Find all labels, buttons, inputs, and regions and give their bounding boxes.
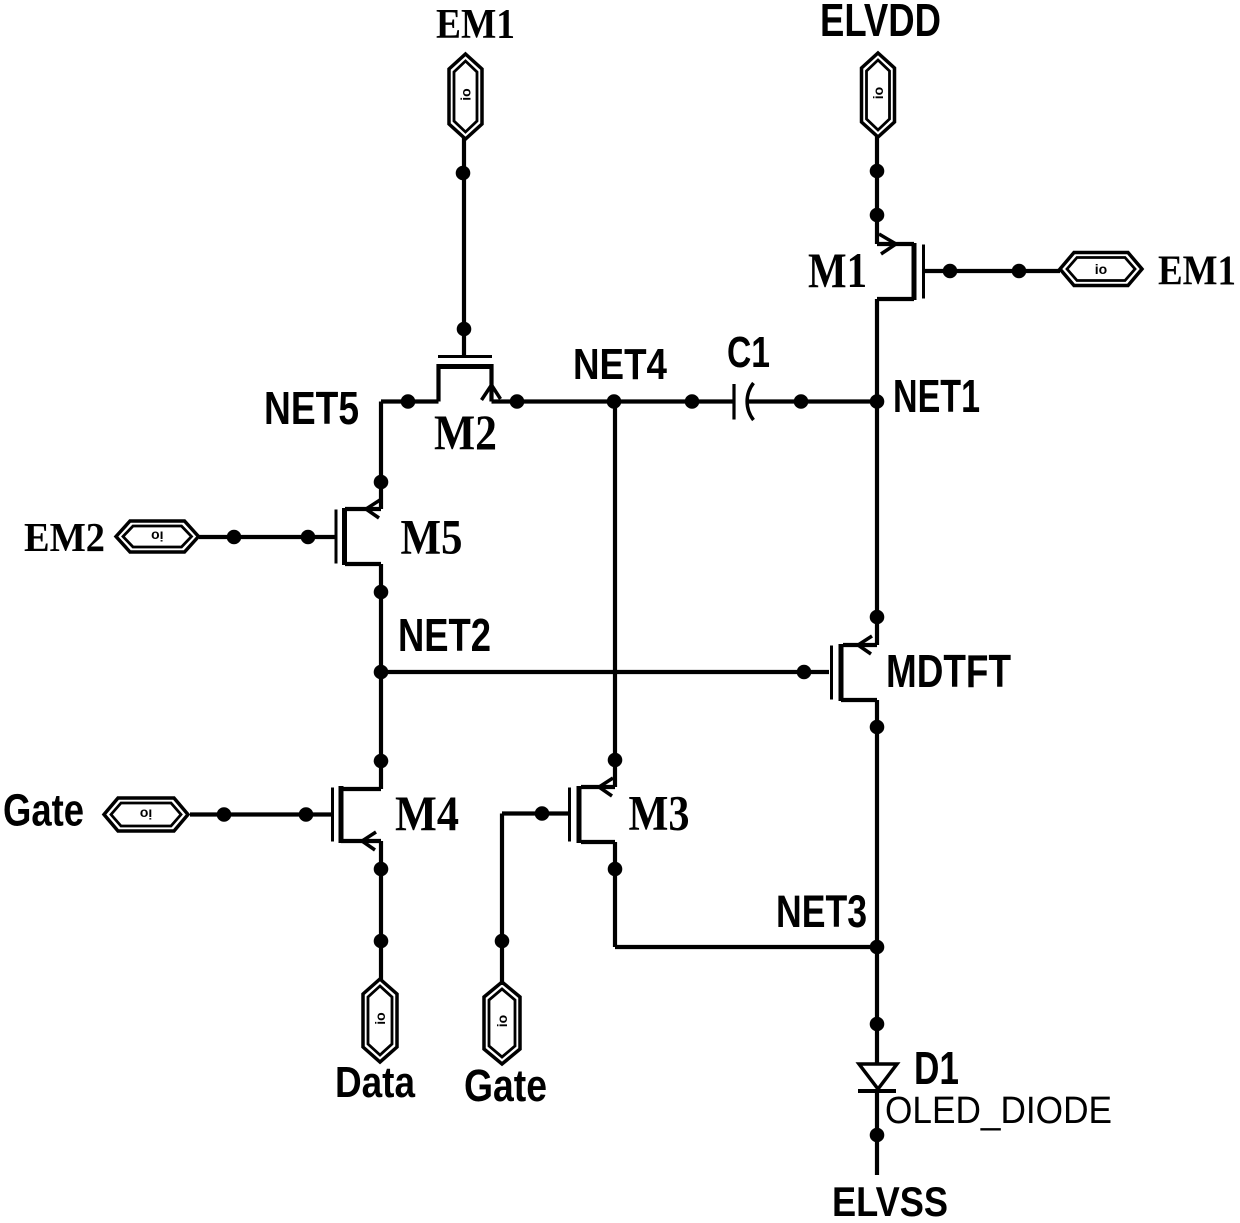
svg-text:NET3: NET3 (776, 886, 867, 937)
svg-text:io: io (1095, 261, 1107, 277)
svg-text:NET1: NET1 (893, 370, 980, 422)
svg-text:io: io (494, 1015, 510, 1027)
svg-text:EM1: EM1 (1158, 249, 1236, 295)
svg-text:io: io (151, 529, 163, 545)
svg-text:Gate: Gate (3, 785, 84, 836)
svg-text:NET5: NET5 (264, 382, 359, 434)
svg-text:NET4: NET4 (573, 340, 667, 389)
svg-text:ELVDD: ELVDD (820, 0, 941, 46)
svg-text:io: io (458, 88, 474, 100)
svg-text:EM2: EM2 (24, 514, 105, 560)
svg-text:OLED_DIODE: OLED_DIODE (885, 1090, 1112, 1132)
svg-text:io: io (372, 1012, 388, 1024)
svg-text:NET2: NET2 (398, 609, 491, 661)
svg-text:M5: M5 (401, 509, 463, 565)
svg-text:ELVSS: ELVSS (832, 1178, 948, 1223)
svg-text:io: io (870, 87, 886, 99)
svg-text:M2: M2 (434, 404, 497, 460)
svg-text:Data: Data (335, 1058, 415, 1107)
svg-text:M3: M3 (629, 785, 690, 841)
svg-text:M1: M1 (808, 242, 867, 298)
svg-text:io: io (140, 807, 152, 823)
svg-text:Gate: Gate (464, 1060, 547, 1111)
svg-text:C1: C1 (727, 328, 770, 377)
svg-text:EM1: EM1 (436, 2, 515, 48)
svg-text:MDTFT: MDTFT (886, 645, 1011, 697)
svg-text:M4: M4 (395, 785, 459, 841)
svg-text:D1: D1 (914, 1042, 959, 1094)
